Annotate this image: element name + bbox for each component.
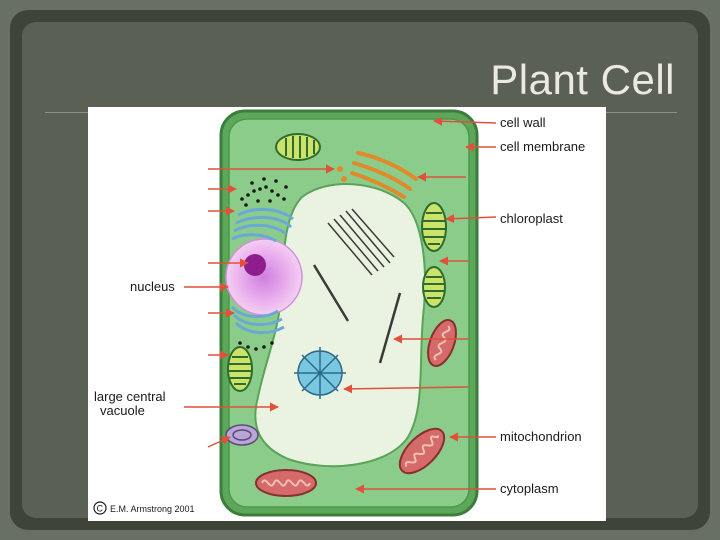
vacuole-crystals xyxy=(312,208,402,364)
mitochondrion-organelles xyxy=(255,319,457,497)
nucleolus xyxy=(244,254,266,276)
label-arrows xyxy=(184,116,497,494)
label-mitochondrion: mitochondrion xyxy=(500,429,582,444)
label-cytoplasm: cytoplasm xyxy=(500,481,559,496)
endoplasmic-reticulum xyxy=(230,208,294,334)
chloroplast-organelles xyxy=(227,133,447,392)
label-vacuole-line2: vacuole xyxy=(100,403,145,418)
arrow-druse xyxy=(343,384,469,394)
plant-cell-diagram: cell wall cell membrane chloroplast nucl… xyxy=(88,107,606,521)
label-nucleus: nucleus xyxy=(130,279,175,294)
label-cell-wall: cell wall xyxy=(500,115,546,130)
label-cell-membrane: cell membrane xyxy=(500,139,585,154)
arrow-lysosome xyxy=(207,436,231,448)
copyright-icon xyxy=(93,501,107,515)
copyright-credit: C E.M. Armstrong 2001 xyxy=(93,501,195,515)
arrow-cell-wall xyxy=(433,116,497,126)
slide-title: Plant Cell xyxy=(490,56,675,103)
credit-text: E.M. Armstrong 2001 xyxy=(110,504,195,514)
copyright-symbol: C xyxy=(97,504,104,514)
arrow-chloroplast xyxy=(445,214,497,224)
druse-crystal xyxy=(294,347,346,399)
lysosome xyxy=(225,424,259,446)
nucleus-organelle xyxy=(225,238,303,316)
golgi-apparatus xyxy=(337,151,418,199)
label-vacuole-line1: large central xyxy=(94,389,166,404)
ribosomes xyxy=(238,177,288,351)
label-chloroplast: chloroplast xyxy=(500,211,563,226)
